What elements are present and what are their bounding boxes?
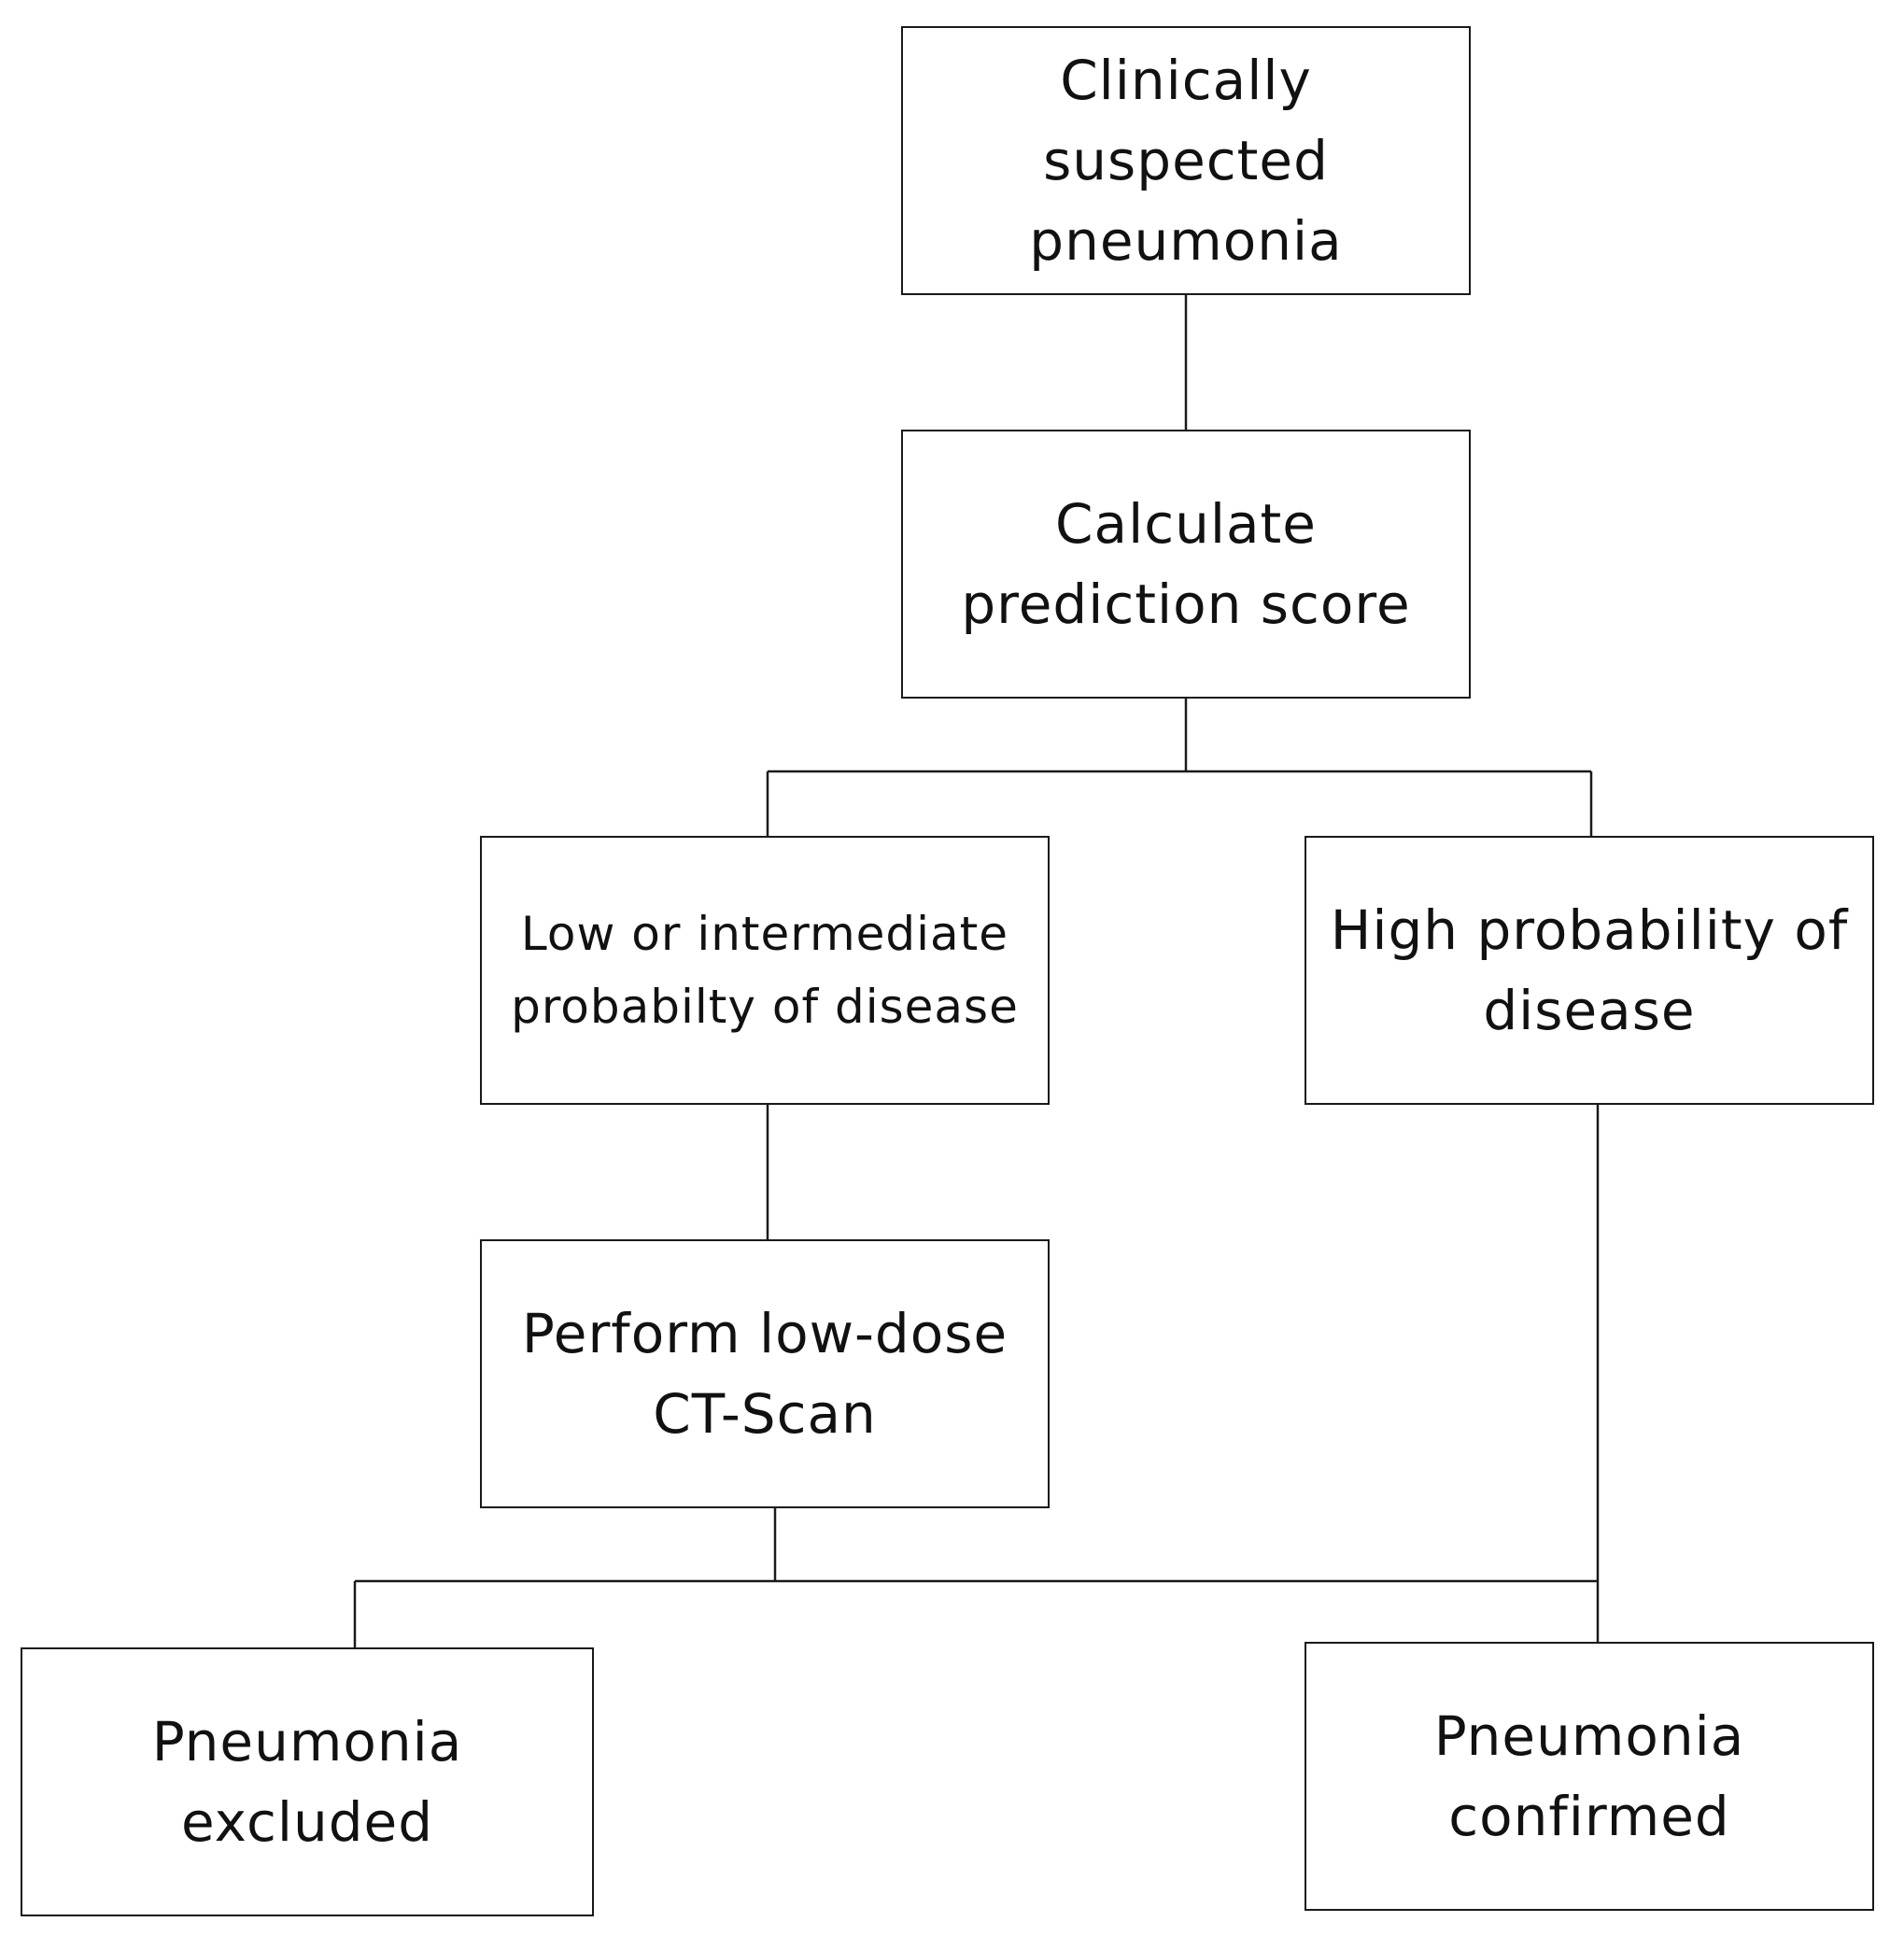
node-label-suspected: Clinically suspected pneumonia: [1029, 49, 1343, 273]
node-calculate-prediction-score: Calculate prediction score: [901, 430, 1471, 699]
node-low-intermediate-probability: Low or intermediate probabilty of diseas…: [480, 836, 1050, 1105]
node-perform-ct-scan: Perform low-dose CT-Scan: [480, 1239, 1050, 1508]
node-label-calculate: Calculate prediction score: [961, 492, 1411, 636]
node-label-low: Low or intermediate probabilty of diseas…: [511, 907, 1019, 1034]
node-clinically-suspected-pneumonia: Clinically suspected pneumonia: [901, 26, 1471, 295]
node-label-excluded: Pneumonia excluded: [151, 1710, 463, 1854]
node-label-high: High probability of disease: [1330, 898, 1849, 1042]
node-label-confirmed: Pneumonia confirmed: [1433, 1704, 1745, 1848]
node-label-ct: Perform low-dose CT-Scan: [521, 1302, 1008, 1446]
node-high-probability: High probability of disease: [1305, 836, 1874, 1105]
node-pneumonia-confirmed: Pneumonia confirmed: [1305, 1642, 1874, 1911]
node-pneumonia-excluded: Pneumonia excluded: [21, 1647, 594, 1916]
